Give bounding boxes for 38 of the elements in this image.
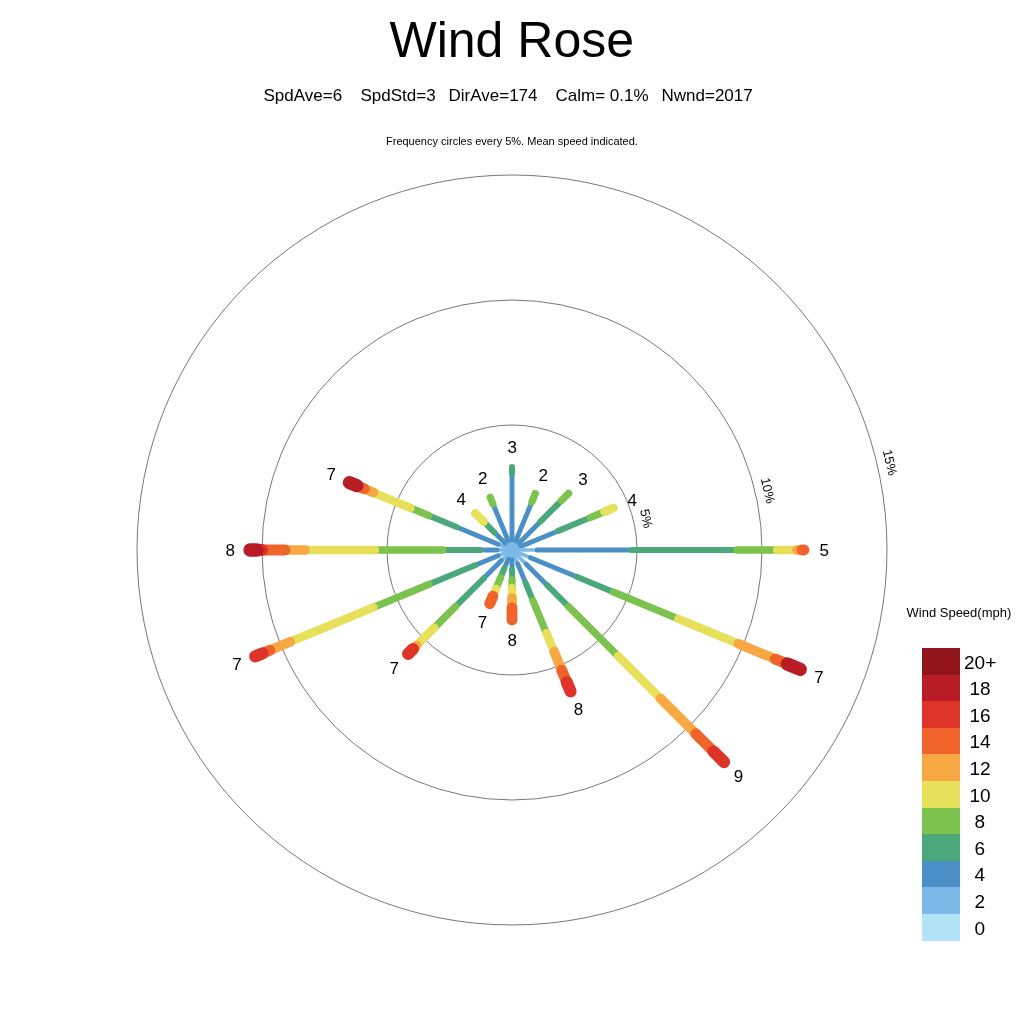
mean-speed-label: 3 — [507, 438, 517, 456]
mean-speed-label: 8 — [225, 541, 235, 559]
mean-speed-label: 7 — [814, 668, 824, 686]
mean-speed-label: 2 — [538, 466, 548, 484]
legend-label: 8 — [974, 812, 986, 832]
frequency-ring-label: 15% — [880, 448, 900, 477]
frequency-ring-label: 5% — [637, 508, 655, 530]
mean-speed-label: 7 — [477, 613, 488, 631]
mean-speed-label: 9 — [733, 767, 744, 785]
statistics-text: Nwnd=2017 — [661, 86, 753, 104]
mean-speed-label: 7 — [389, 659, 399, 677]
legend-label: 20+ — [964, 652, 997, 672]
legend-title: Wind Speed(mph) — [906, 605, 1012, 619]
statistics-text: SpdStd=3 — [360, 86, 436, 104]
legend-label: 4 — [974, 865, 986, 885]
mean-speed-label: 5 — [819, 541, 829, 559]
mean-speed-label: 8 — [573, 701, 584, 719]
mean-speed-label: 3 — [578, 470, 588, 488]
legend-label: 16 — [969, 705, 991, 725]
mean-speed-label: 8 — [507, 631, 517, 649]
chart-title: Wind Rose — [389, 15, 635, 65]
legend-label: 12 — [969, 758, 991, 778]
frequency-ring-label: 10% — [759, 476, 778, 505]
chart-caption: Frequency circles every 5%. Mean speed indicated. — [386, 135, 638, 147]
mean-speed-label: 4 — [456, 490, 467, 508]
legend-label: 2 — [974, 891, 986, 911]
mean-speed-label: 4 — [627, 491, 638, 509]
statistics-text: SpdAve=6 — [263, 86, 343, 104]
legend-label: 0 — [974, 918, 986, 938]
legend-label: 18 — [969, 679, 991, 699]
legend-label: 6 — [974, 838, 986, 858]
mean-speed-label: 7 — [326, 466, 336, 484]
statistics-text: Calm= 0.1% — [555, 86, 649, 104]
mean-speed-label: 2 — [478, 470, 488, 488]
legend-label: 14 — [969, 732, 991, 752]
statistics-text: DirAve=174 — [448, 86, 538, 104]
mean-speed-label: 7 — [232, 655, 242, 673]
legend-label: 10 — [969, 785, 991, 805]
